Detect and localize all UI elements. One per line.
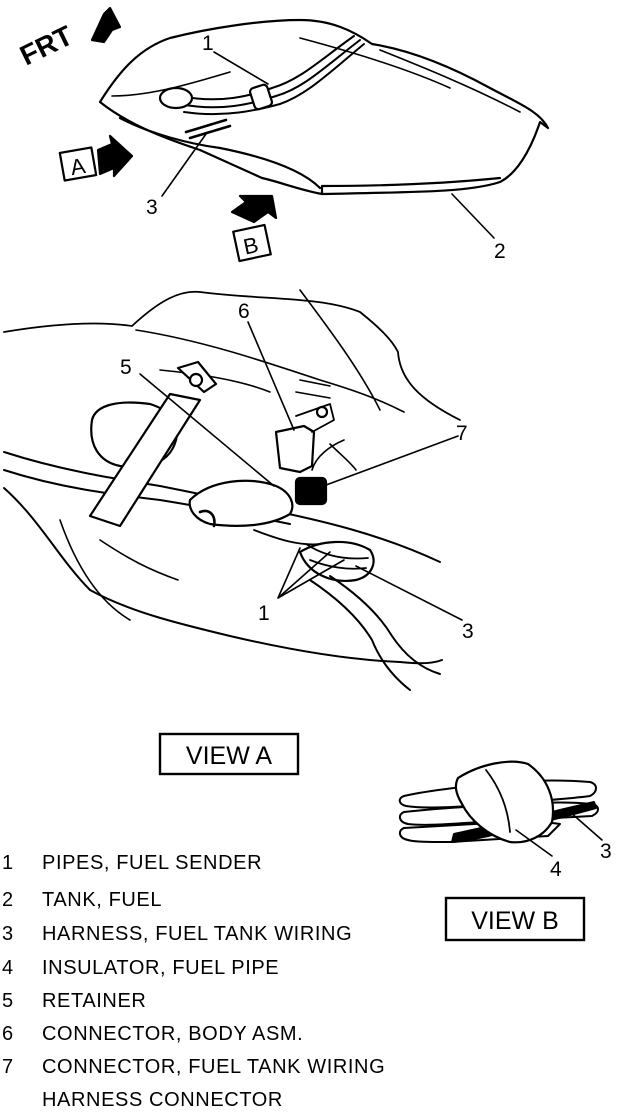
callout-line-7 xyxy=(317,435,459,489)
hose-clamp xyxy=(198,509,216,528)
view-a-callout-3: 3 xyxy=(462,620,474,643)
view-a-marker-box xyxy=(58,146,98,182)
legend-item-number: 4 xyxy=(2,957,14,979)
wiring-harness-stub xyxy=(184,118,232,140)
front-direction-label: FRT xyxy=(15,20,78,72)
legend-item-text: TANK, FUEL xyxy=(42,889,163,911)
view-a-callout-7: 7 xyxy=(456,422,468,445)
legend-item-text: INSULATOR, FUEL PIPE xyxy=(42,957,280,979)
legend-item-text: CONNECTOR, FUEL TANK WIRING xyxy=(42,1056,386,1078)
view-b-arrow xyxy=(230,194,278,224)
view-a-title-box xyxy=(158,732,300,776)
legend-item-number: 5 xyxy=(2,990,14,1012)
callout-line-3b xyxy=(569,811,603,841)
bracket-hole xyxy=(315,405,329,419)
legend-item-number: 3 xyxy=(2,923,14,945)
legend-item-text: RETAINER xyxy=(42,990,147,1012)
fuel-tank-lower-edge xyxy=(118,116,502,196)
callout-line-3a xyxy=(355,565,463,621)
strap-bolt xyxy=(188,372,204,388)
view-a-arrow xyxy=(96,134,134,178)
callout-line-4 xyxy=(515,829,553,857)
fuel-sender-pipes xyxy=(179,35,365,116)
view-b-callout-4: 4 xyxy=(550,858,562,881)
legend-item-text: CONNECTOR, BODY ASM. xyxy=(42,1023,304,1045)
callout-line-2 xyxy=(451,193,495,239)
filler-hose xyxy=(188,479,294,527)
legend-item-number: 1 xyxy=(2,852,14,874)
fuel-tank-outline xyxy=(98,18,550,196)
pipe-clip xyxy=(248,83,274,111)
top-callout-1: 1 xyxy=(202,32,214,55)
body-connector-bracket xyxy=(295,403,335,433)
top-callout-3: 3 xyxy=(146,196,158,219)
view-b-title-text: VIEW B xyxy=(471,907,559,935)
view-a-callout-6: 6 xyxy=(238,300,250,323)
tank-front-lip xyxy=(3,487,443,665)
insulator-edge xyxy=(485,769,511,833)
legend-item-number: 6 xyxy=(2,1023,14,1045)
view-b-marker-box xyxy=(232,223,272,263)
fuel-sender-cap xyxy=(158,86,194,110)
legend-item-continuation: HARNESS CONNECTOR xyxy=(42,1089,283,1111)
view-a-marker-label: A xyxy=(68,153,87,180)
body-connector xyxy=(274,424,316,474)
callout-line-1 xyxy=(213,51,269,85)
top-callout-2: 2 xyxy=(494,240,506,263)
underbody-panel-upper xyxy=(3,290,461,421)
front-arrow xyxy=(90,6,122,44)
view-b-title: VIEW B xyxy=(444,896,586,942)
callout-line-6 xyxy=(247,321,295,431)
legend-item-number: 7 xyxy=(2,1056,14,1078)
view-a-illustration: 6 5 7 1 3 xyxy=(3,289,474,691)
legend-item-text: HARNESS, FUEL TANK WIRING xyxy=(42,923,353,945)
harness-connector xyxy=(294,476,328,506)
callout-line-3 xyxy=(161,133,207,197)
view-a-title-text: VIEW A xyxy=(186,742,272,770)
view-a-callout-1: 1 xyxy=(258,602,270,625)
view-b-illustration: 4 3 xyxy=(398,760,612,881)
top-view: FRT A B 1 3 2 xyxy=(15,6,550,263)
legend-item-number: 2 xyxy=(2,889,14,911)
view-b-callout-3: 3 xyxy=(600,840,612,863)
legend-item-text: PIPES, FUEL SENDER xyxy=(42,852,263,874)
view-b-marker-label: B xyxy=(241,232,261,260)
callout-lines-1 xyxy=(277,547,345,599)
view-a-callout-5: 5 xyxy=(120,356,132,379)
harness-wire xyxy=(311,439,357,471)
underbody-crease xyxy=(135,289,405,413)
callout-line-5 xyxy=(139,373,275,487)
view-b-title-box xyxy=(444,896,586,942)
underbody-ridge xyxy=(159,369,331,399)
fuel-pipes-aft xyxy=(309,575,441,691)
view-a-title: VIEW A xyxy=(158,732,300,776)
tank-side-curve xyxy=(59,519,179,621)
